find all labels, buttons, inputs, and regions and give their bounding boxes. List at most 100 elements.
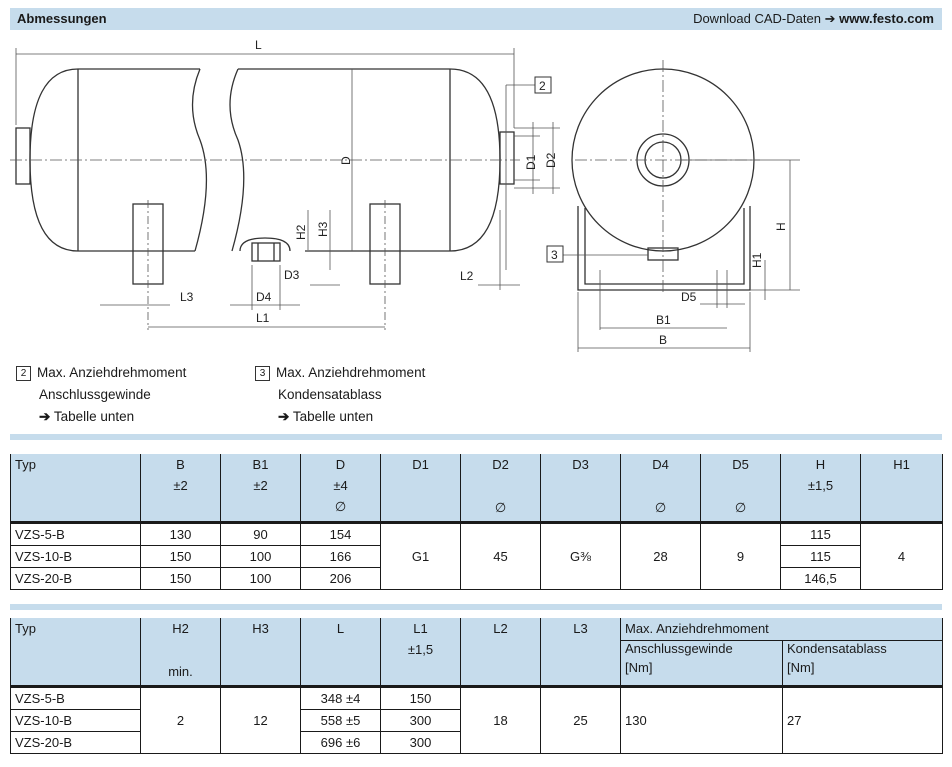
- col-header: D4∅: [620, 454, 701, 523]
- legend-line2: Kondensatablass: [278, 387, 382, 402]
- cell: 150: [380, 685, 461, 710]
- cell: 130: [620, 685, 783, 754]
- legend-line1: Max. Anziehdrehmoment: [37, 365, 187, 380]
- arrow-icon: ➔: [278, 409, 290, 424]
- col-header: Typ: [10, 454, 141, 523]
- cell: 300: [380, 731, 461, 754]
- cell-typ: VZS-5-B: [10, 685, 141, 710]
- col-header: L1±1,5: [380, 618, 461, 687]
- label-D: D: [339, 156, 353, 165]
- callout-2: 2: [539, 79, 546, 93]
- cell: 150: [140, 545, 221, 568]
- label-H3: H3: [316, 221, 330, 237]
- label-D5: D5: [681, 290, 697, 304]
- cell: 696 ±6: [300, 731, 381, 754]
- table-row: VZS-5-B 130 90 154 G1 45 G⅜ 28 9 115 4: [10, 521, 943, 590]
- divider: [10, 604, 942, 610]
- col-header: B1±2: [220, 454, 301, 523]
- cell: 25: [540, 685, 621, 754]
- cell: 45: [460, 521, 541, 590]
- col-header: D3: [540, 454, 621, 523]
- cad-download-link[interactable]: Download CAD-Daten ➔ www.festo.com: [693, 11, 934, 27]
- cell: 100: [220, 545, 301, 568]
- col-header: D±4∅: [300, 454, 381, 523]
- cell: 115: [780, 521, 861, 546]
- section-header: Abmessungen Download CAD-Daten ➔ www.fes…: [10, 8, 942, 30]
- col-header: D1: [380, 454, 461, 523]
- table-row: VZS-20-B 150 100 206 146,5: [10, 567, 943, 590]
- label-H1: H1: [750, 252, 764, 268]
- cell: 100: [220, 567, 301, 590]
- website-link[interactable]: www.festo.com: [839, 11, 934, 26]
- legend-line3: Tabelle unten: [292, 409, 374, 424]
- label-D1: D1: [524, 154, 538, 170]
- cell: 28: [620, 521, 701, 590]
- cell-typ: VZS-10-B: [10, 545, 141, 568]
- legend-line3: Tabelle unten: [53, 409, 135, 424]
- col-header: H3: [220, 618, 301, 687]
- cell: 206: [300, 567, 381, 590]
- cell: 12: [220, 685, 301, 754]
- cell: 166: [300, 545, 381, 568]
- table-row: VZS-20-B 696 ±6 300: [10, 731, 943, 754]
- cell: 115: [780, 545, 861, 568]
- label-D3: D3: [284, 268, 300, 282]
- cell: 348 ±4: [300, 685, 381, 710]
- cell: 27: [781, 685, 944, 754]
- legend-number-2: 2: [16, 366, 31, 381]
- table-row: VZS-10-B 558 ±5 300: [10, 709, 943, 732]
- cell-typ: VZS-5-B: [10, 521, 141, 546]
- label-L1: L1: [256, 311, 270, 325]
- table-header-row: Anschlussgewinde[Nm] Kondensatablass[Nm]: [11, 640, 944, 687]
- table-header-row: Typ B±2 B1±2 D±4∅ D1 D2∅ D3 D4∅ D5∅ H±1,…: [10, 454, 943, 523]
- col-header: H±1,5: [780, 454, 861, 523]
- callout-3: 3: [551, 248, 558, 262]
- label-D4: D4: [256, 290, 272, 304]
- cell: 9: [700, 521, 781, 590]
- label-B1: B1: [656, 313, 671, 327]
- cell-typ: VZS-20-B: [10, 567, 141, 590]
- legend-item-3: 3 Max. Anziehdrehmoment Kondensatablass ➔…: [255, 362, 425, 428]
- col-header: B±2: [140, 454, 221, 523]
- label-L3: L3: [180, 290, 194, 304]
- cell: 4: [860, 521, 943, 590]
- section-title: Abmessungen: [17, 11, 107, 26]
- cell: 150: [140, 567, 221, 590]
- cell: 90: [220, 521, 301, 546]
- label-B: B: [659, 333, 667, 347]
- cell: 146,5: [780, 567, 861, 590]
- col-header: D2∅: [460, 454, 541, 523]
- arrow-icon: ➔: [824, 11, 836, 26]
- cell: 154: [300, 521, 381, 546]
- col-header: H1: [860, 454, 943, 523]
- col-header: D5∅: [700, 454, 781, 523]
- label-H2: H2: [294, 224, 308, 240]
- cell: 558 ±5: [300, 709, 381, 732]
- table-row: VZS-5-B 2 12 348 ±4 150 18 25 130 27: [10, 685, 944, 754]
- label-H: H: [774, 222, 788, 231]
- cell-typ: VZS-20-B: [10, 731, 141, 754]
- cell-typ: VZS-10-B: [10, 709, 141, 732]
- cell: G⅜: [540, 521, 621, 590]
- col-header: Anschlussgewinde[Nm]: [620, 640, 783, 687]
- col-header: L2: [460, 618, 541, 687]
- legend-line1: Max. Anziehdrehmoment: [276, 365, 426, 380]
- arrow-icon: ➔: [39, 409, 51, 424]
- col-header: L: [300, 618, 381, 687]
- dimensions-table-1: Typ B±2 B1±2 D±4∅ D1 D2∅ D3 D4∅ D5∅ H±1,…: [10, 454, 943, 590]
- col-header: Kondensatablass[Nm]: [781, 640, 944, 687]
- dimension-drawing: L D D1 D2 H2 H3 D3 D4 L1 L2 L3 H H1 D5 B…: [10, 38, 800, 352]
- cell: 2: [140, 685, 221, 754]
- label-L2: L2: [460, 269, 474, 283]
- label-D2: D2: [544, 152, 558, 168]
- divider: [10, 434, 942, 440]
- label-L: L: [255, 38, 262, 52]
- cell: G1: [380, 521, 461, 590]
- legend-number-3: 3: [255, 366, 270, 381]
- cell: 300: [380, 709, 461, 732]
- col-header: L3: [540, 618, 621, 687]
